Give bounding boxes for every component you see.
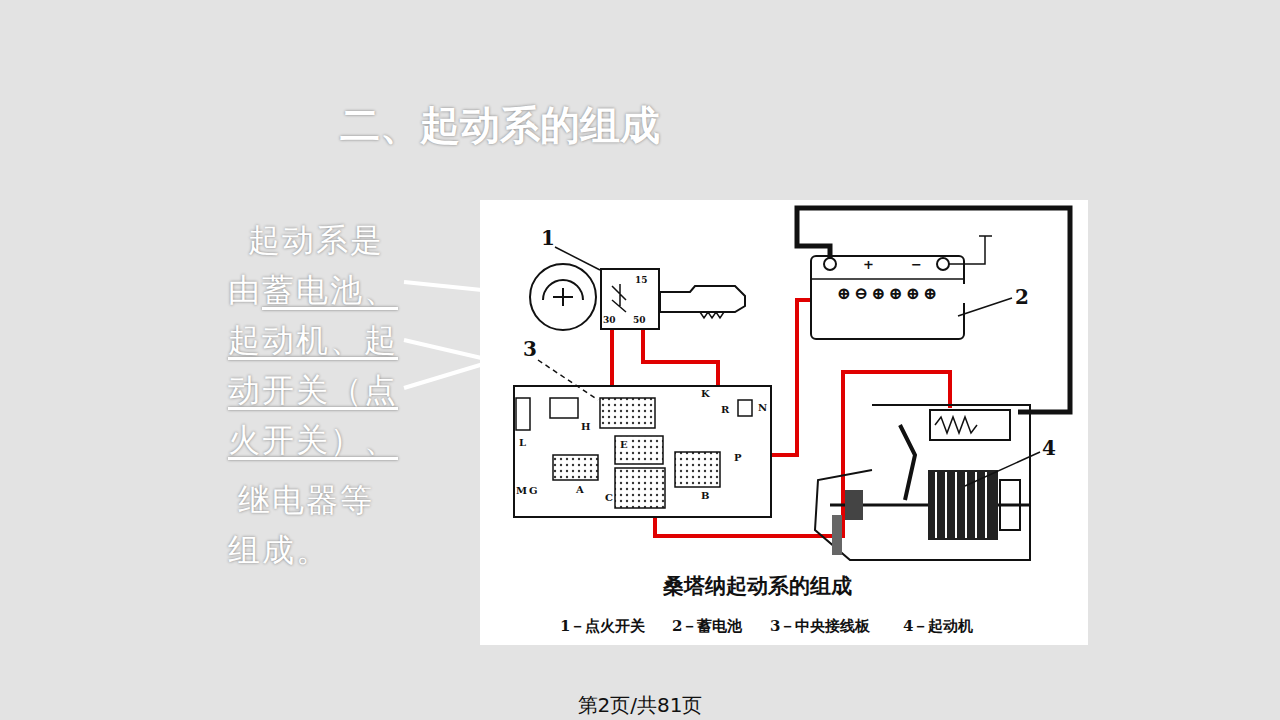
switch-contact [612,284,626,312]
key-teeth [700,312,724,318]
shift-lever [900,425,915,500]
component-marking: N [757,402,768,413]
fuse-block [516,398,530,430]
pointer-line [404,340,490,360]
body-paragraph: 继电器等组成。 [228,475,400,575]
commutator [1000,480,1020,530]
figure-panel [480,200,1088,645]
ignition-switch: 15 30 50 [600,268,660,330]
starter-housing [872,405,1030,560]
component-marking: K [700,388,711,399]
callout-number: 2 [1015,285,1029,309]
component-marking: P [733,452,743,463]
relay-socket [600,398,655,428]
battery-terminal [937,258,949,270]
battery-terminal [824,258,836,270]
component-marking: R [720,404,730,415]
leader-line [538,360,598,400]
relay-socket [615,436,663,464]
component-marking: 15 [634,276,649,286]
fuse-block [738,400,752,416]
callout-number: 1 [541,226,555,250]
key-item: 4－起动机 [903,617,973,635]
key-barrel [530,264,596,330]
component-marking: A [575,484,585,495]
pointer-line [404,282,482,290]
central-wiring-board: KR N L H E A C P B MG [513,385,772,518]
pinion [845,490,863,520]
relay-socket [553,455,598,480]
leader-line [555,247,600,270]
body-paragraph: 起动系是由蓄电池、起动机、起动开关（点火开关）、 [228,215,400,465]
battery-cable [797,208,1070,412]
key-slot [553,288,573,306]
key-item: 1－点火开关 [560,617,645,635]
component-marking: − [910,258,923,272]
leader-line [965,452,1040,486]
wire [772,300,810,455]
fuse-block [550,398,578,418]
relay-socket [615,468,665,508]
armature [928,470,998,540]
slide-title: 二、起动系的组成 [300,100,700,150]
component-marking: G [528,485,539,496]
component-marking: B [700,490,710,501]
component-marking: C [604,492,614,503]
callout-number: 3 [523,337,537,361]
relay-socket [675,452,720,487]
leader-line [958,298,1012,316]
key-item: 3－中央接线板 [770,617,870,635]
component-marking: E [619,439,629,450]
solenoid [930,410,1010,440]
component-marking: 30 [602,316,617,326]
pointer-line [404,362,490,388]
ground-wire [949,236,992,264]
page-number: 第2页/共81页 [540,693,740,717]
component-marking: M [515,485,528,496]
component-marking: ⊕⊖⊕⊕⊕⊕ [812,284,965,303]
starter-wire [655,372,950,536]
figure-caption: 桑塔纳起动系的组成 [577,572,937,600]
component-marking: H [580,421,591,432]
battery: + − ⊕⊖⊕⊕⊕⊕ [810,255,965,340]
battery-lid [812,278,963,280]
body-text: 继电器等组成。 [228,481,374,569]
key [660,286,745,312]
wire [610,330,614,385]
flywheel-gear [832,515,842,555]
callout-number: 4 [1042,436,1056,460]
armature-winding [936,472,986,538]
component-marking: + [862,258,875,272]
component-marking: 50 [632,316,647,326]
component-marking: L [518,437,527,448]
spring [935,417,977,433]
starter-nose [815,470,872,560]
key-item: 2－蓄电池 [672,617,742,635]
wire [643,330,718,385]
